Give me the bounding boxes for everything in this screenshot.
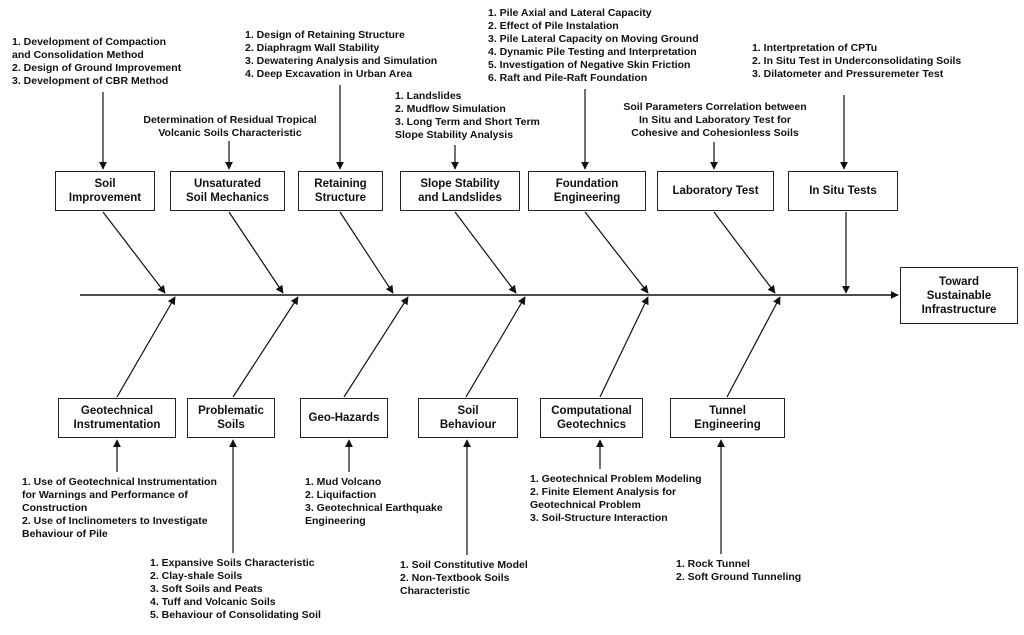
category-box-foundation-engineering: Foundation Engineering bbox=[528, 171, 646, 211]
category-box-in-situ-tests: In Situ Tests bbox=[788, 171, 898, 211]
notes-tunnel-engineering: 1. Rock Tunnel 2. Soft Ground Tunneling bbox=[676, 558, 802, 583]
category-box-geotechnical-instrumentation: Geotechnical Instrumentation bbox=[58, 398, 176, 438]
notes-in-situ-tests: 1. Intertpretation of CPTu 2. In Situ Te… bbox=[752, 42, 962, 80]
arrow-computational-spine bbox=[599, 296, 649, 398]
arrow-soil-improvement-spine bbox=[102, 211, 166, 294]
arrow-unsaturated-spine bbox=[228, 211, 284, 294]
arrow-instrumentation-spine bbox=[116, 296, 176, 398]
category-box-unsaturated-soil-mechanics: Unsaturated Soil Mechanics bbox=[170, 171, 285, 211]
category-box-laboratory-test: Laboratory Test bbox=[657, 171, 774, 211]
result-box: Toward Sustainable Infrastructure bbox=[900, 267, 1018, 324]
notes-soil-behaviour: 1. Soil Constitutive Model 2. Non-Textbo… bbox=[400, 559, 528, 597]
notes-problematic-soils: 1. Expansive Soils Characteristic 2. Cla… bbox=[150, 557, 321, 621]
arrow-laboratory-spine bbox=[713, 211, 776, 294]
category-box-retaining-structure: Retaining Structure bbox=[298, 171, 383, 211]
category-box-problematic-soils: Problematic Soils bbox=[187, 398, 275, 438]
arrow-problematic-spine bbox=[232, 296, 299, 398]
notes-geo-hazards: 1. Mud Volcano 2. Liquifaction 3. Geotec… bbox=[305, 476, 443, 527]
category-box-slope-stability: Slope Stability and Landslides bbox=[400, 171, 520, 211]
notes-geotechnical-instrumentation: 1. Use of Geotechnical Instrumentation f… bbox=[22, 476, 217, 540]
category-box-soil-improvement: Soil Improvement bbox=[55, 171, 155, 211]
category-box-tunnel-engineering: Tunnel Engineering bbox=[670, 398, 785, 438]
arrow-slope-spine bbox=[454, 211, 517, 294]
notes-laboratory-test: Soil Parameters Correlation between In S… bbox=[623, 101, 807, 139]
arrow-behaviour-spine bbox=[465, 296, 526, 398]
notes-unsaturated-soil-mechanics: Determination of Residual Tropical Volca… bbox=[143, 114, 317, 139]
category-box-computational-geotechnics: Computational Geotechnics bbox=[540, 398, 643, 438]
notes-foundation-engineering: 1. Pile Axial and Lateral Capacity 2. Ef… bbox=[488, 7, 699, 84]
notes-retaining-structure: 1. Design of Retaining Structure 2. Diap… bbox=[245, 29, 438, 80]
arrow-geohazards-spine bbox=[343, 296, 409, 398]
notes-computational-geotechnics: 1. Geotechnical Problem Modeling 2. Fini… bbox=[530, 473, 702, 524]
arrow-foundation-spine bbox=[584, 211, 649, 294]
notes-slope-stability: 1. Landslides 2. Mudflow Simulation 3. L… bbox=[395, 90, 540, 141]
arrow-retaining-spine bbox=[339, 211, 394, 294]
notes-soil-improvement: 1. Development of Compaction and Consoli… bbox=[12, 36, 182, 87]
category-box-geo-hazards: Geo-Hazards bbox=[300, 398, 388, 438]
category-box-soil-behaviour: Soil Behaviour bbox=[418, 398, 518, 438]
arrow-tunnel-spine bbox=[726, 296, 781, 398]
